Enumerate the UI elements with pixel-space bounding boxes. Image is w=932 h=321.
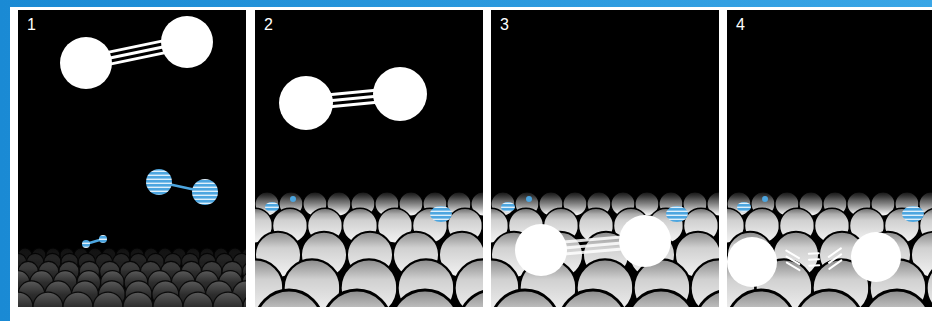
nitrogen-atom: [619, 215, 671, 267]
surface-atom: [18, 292, 33, 307]
surface-atom: [93, 292, 123, 307]
surface-atom: [153, 292, 183, 307]
surface-atom: [391, 290, 459, 307]
surface-atom: [795, 290, 863, 307]
surface-atom: [63, 292, 93, 307]
adsorbed-hydrogen: [265, 202, 279, 212]
nitrogen-atom: [727, 237, 777, 287]
adsorbed-hydrogen: [501, 202, 515, 212]
nitrogen-atom: [515, 224, 567, 276]
surface-atom: [627, 290, 695, 307]
surface-atom: [863, 290, 931, 307]
adsorbed-hydrogen: [526, 196, 532, 202]
surface-atom: [243, 292, 246, 307]
surface-atom: [255, 290, 323, 307]
hydrogen-atom: [82, 240, 90, 248]
page-ground: [10, 7, 932, 321]
surface-atom: [727, 290, 795, 307]
adsorbed-hydrogen: [290, 196, 296, 202]
hydrogen-atom: [192, 179, 218, 205]
panel: [255, 10, 483, 307]
nitrogen-atom: [851, 232, 901, 282]
adsorbed-hydrogen: [762, 196, 768, 202]
surface-atom: [183, 292, 213, 307]
nitrogen-atom: [161, 16, 213, 68]
adsorbed-hydrogen: [666, 206, 688, 222]
surface-atom: [213, 292, 243, 307]
nitrogen-atom: [279, 76, 333, 130]
adsorbed-hydrogen: [902, 206, 924, 222]
surface-atom: [927, 259, 932, 307]
nitrogen-atom: [60, 37, 112, 89]
adsorbed-hydrogen: [430, 206, 452, 222]
panel: [491, 10, 719, 307]
adsorbed-hydrogen: [737, 202, 751, 212]
panel: [18, 10, 246, 307]
panel: [727, 10, 932, 307]
surface-atom: [559, 290, 627, 307]
hydrogen-atom: [99, 235, 107, 243]
surface-atom: [491, 290, 559, 307]
surface-atom: [459, 290, 483, 307]
surface-atom: [931, 290, 932, 307]
panel-ground: [18, 10, 246, 307]
surface-atom: [695, 290, 719, 307]
panel-number: 1: [27, 17, 36, 33]
hydrogen-atom: [146, 169, 172, 195]
surface-atom: [33, 292, 63, 307]
panel-number: 3: [500, 17, 509, 33]
panel-number: 4: [736, 17, 745, 33]
surface-atom: [123, 292, 153, 307]
surface-atom: [323, 290, 391, 307]
bond: [786, 248, 841, 270]
surface-fade: [727, 188, 932, 214]
nitrogen-atom: [373, 67, 427, 121]
panel-number: 2: [264, 17, 273, 33]
surface-fade: [18, 244, 246, 270]
